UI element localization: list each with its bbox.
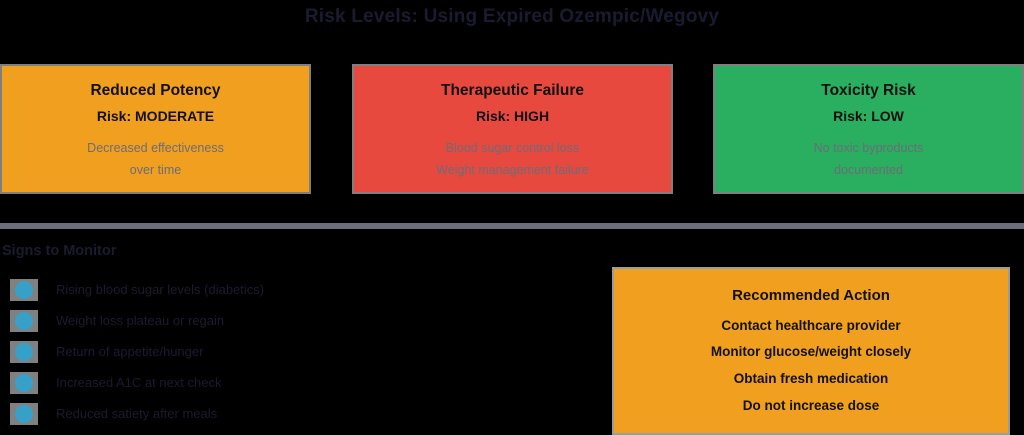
risk-card-description-line: documented [834,163,903,178]
circle-bullet-icon [15,280,33,299]
circle-bullet-icon [15,311,33,330]
risk-card-level: Risk: MODERATE [96,108,215,125]
list-item: Contact healthcare provider [721,317,901,333]
risk-card-description-line: No toxic byproducts [813,141,924,156]
bullet-marker [10,340,38,363]
circle-bullet-icon [15,373,33,392]
list-item: Return of appetite/hunger [0,336,600,367]
signs-to-monitor-section: Signs to Monitor Rising blood sugar leve… [0,243,600,429]
legend-item-label: Return of appetite/hunger [56,344,204,360]
list-item: Obtain fresh medication [733,371,889,387]
legend-item-label: Reduced satiety after meals [56,406,218,422]
circle-bullet-icon [15,404,33,423]
legend-item-label: Increased A1C at next check [56,375,222,391]
risk-card-level: Risk: LOW [833,108,904,125]
risk-card-title: Therapeutic Failure [441,82,584,99]
list-item: Weight loss plateau or regain [0,305,600,336]
risk-cards-row: Reduced Potency Risk: MODERATE Decreased… [0,64,1024,194]
list-item: Rising blood sugar levels (diabetics) [0,274,600,305]
page-title: Risk Levels: Using Expired Ozempic/Wegov… [304,6,720,27]
list-item: Increased A1C at next check [0,367,600,398]
risk-card-description: Decreased effectiveness over time [87,138,224,182]
risk-card-description-line: over time [129,163,182,178]
list-item: Reduced satiety after meals [0,398,600,429]
recommended-action-title: Recommended Action [732,287,890,304]
bullet-marker [10,278,38,301]
risk-card-title: Reduced Potency [90,82,221,99]
list-item: Do not increase dose [742,398,880,414]
risk-card-title: Toxicity Risk [821,82,916,99]
list-item: Monitor glucose/weight closely [710,344,912,360]
risk-card-therapeutic-failure: Therapeutic Failure Risk: HIGH Blood sug… [352,64,673,194]
risk-card-reduced-potency: Reduced Potency Risk: MODERATE Decreased… [0,64,311,194]
section-divider [0,223,1024,229]
recommended-action-box: Recommended Action Contact healthcare pr… [612,267,1010,435]
circle-bullet-icon [15,342,33,361]
risk-card-level: Risk: HIGH [475,108,550,125]
recommended-action-list: Contact healthcare provider Monitor gluc… [614,317,1008,426]
bullet-marker [10,371,38,394]
risk-card-description-line: Weight management failure [436,163,589,178]
risk-card-description: Blood sugar control loss Weight manageme… [436,138,589,182]
legend-item-label: Weight loss plateau or regain [56,313,225,329]
risk-card-description-line: Blood sugar control loss [445,141,580,156]
bullet-marker [10,309,38,332]
legend-list: Rising blood sugar levels (diabetics) We… [0,274,600,429]
bullet-marker [10,402,38,425]
legend-heading: Signs to Monitor [2,243,117,259]
risk-card-description: No toxic byproducts documented [814,138,924,182]
legend-item-label: Rising blood sugar levels (diabetics) [56,282,265,298]
risk-card-toxicity-risk: Toxicity Risk Risk: LOW No toxic byprodu… [713,64,1024,194]
risk-card-description-line: Decreased effectiveness [87,141,224,156]
